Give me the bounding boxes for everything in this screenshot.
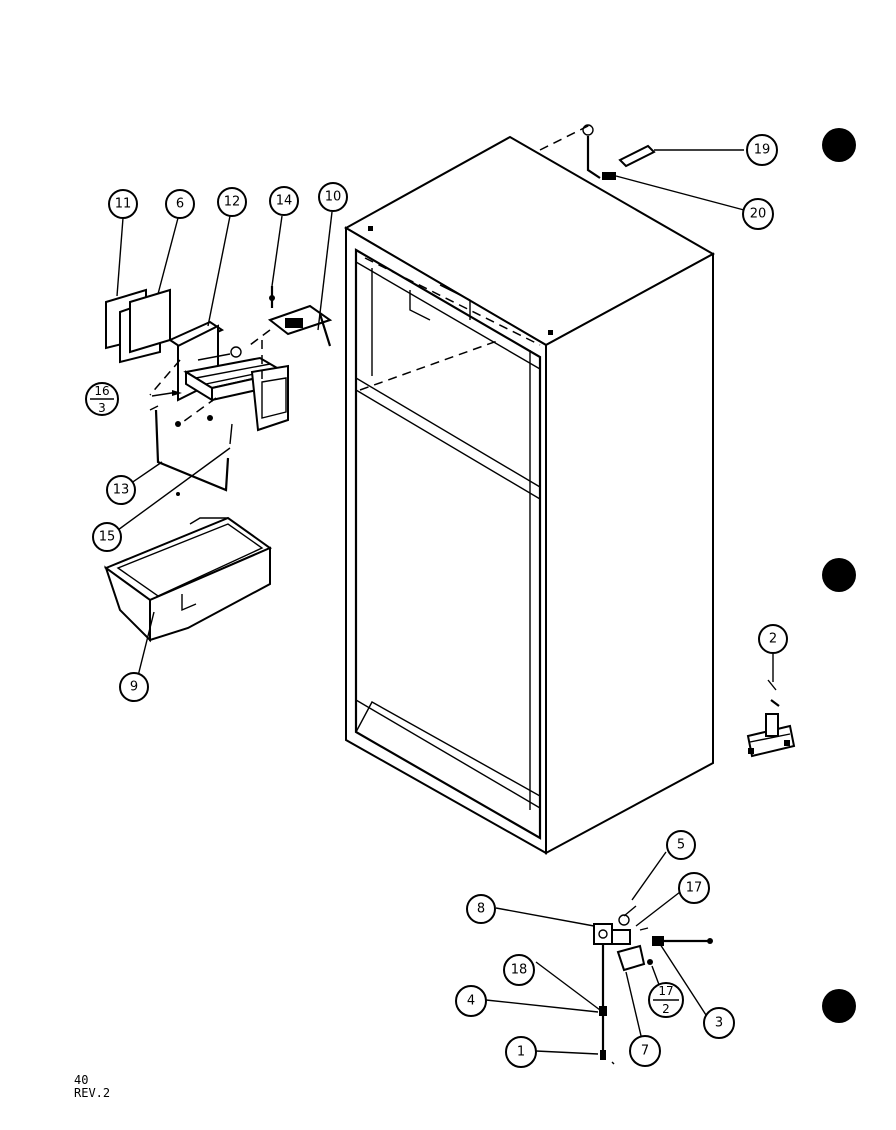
svg-text:15: 15 (99, 530, 116, 545)
svg-text:2: 2 (662, 1002, 670, 1016)
svg-text:2: 2 (769, 632, 777, 647)
svg-text:18: 18 (511, 963, 528, 978)
wire-harness (149, 405, 233, 496)
water-valve-assembly (593, 905, 713, 1065)
svg-text:4: 4 (467, 994, 475, 1009)
callout-19: 19 (746, 134, 778, 166)
callout-9: 9 (119, 672, 149, 702)
svg-text:8: 8 (477, 902, 485, 917)
binder-hole-top (822, 128, 856, 162)
refrigerator-cabinet (343, 124, 716, 855)
page-number: 40 (74, 1073, 89, 1087)
callout-18: 18 (503, 954, 535, 986)
callout-16-3: 16 3 (85, 382, 119, 416)
leader-lines (116, 211, 774, 1055)
callout-7: 7 (629, 1035, 661, 1067)
svg-text:17: 17 (686, 881, 703, 896)
callout-10: 10 (318, 182, 348, 212)
svg-text:5: 5 (677, 838, 685, 853)
water-tube-fitting-parts (582, 124, 745, 211)
svg-text:14: 14 (276, 194, 293, 209)
callout-2: 2 (758, 624, 788, 654)
callout-11: 11 (108, 189, 138, 219)
callout-17: 17 (678, 872, 710, 904)
svg-text:16: 16 (94, 384, 109, 398)
callout-4: 4 (455, 985, 487, 1017)
svg-text:6: 6 (176, 197, 184, 212)
callout-3: 3 (703, 1007, 735, 1039)
svg-text:11: 11 (115, 197, 132, 212)
svg-text:10: 10 (325, 190, 342, 205)
svg-text:3: 3 (715, 1016, 723, 1031)
svg-text:9: 9 (130, 680, 138, 695)
callout-14: 14 (269, 186, 299, 216)
ice-bin (103, 516, 273, 643)
svg-text:17: 17 (658, 984, 673, 998)
callout-17-2: 17 2 (648, 982, 684, 1018)
svg-text:1: 1 (517, 1045, 525, 1060)
callout-5: 5 (666, 830, 696, 860)
svg-text:7: 7 (641, 1044, 649, 1059)
svg-text:13: 13 (113, 483, 130, 498)
callout-15: 15 (92, 522, 122, 552)
revision-label: REV.2 (74, 1086, 111, 1100)
icemaker-assembly (105, 286, 333, 432)
svg-text:12: 12 (224, 195, 241, 210)
callout-13: 13 (106, 475, 136, 505)
callout-6: 6 (165, 189, 195, 219)
part-2-valve (746, 679, 796, 758)
callout-1: 1 (505, 1036, 537, 1068)
svg-text:20: 20 (750, 207, 767, 222)
binder-hole-middle (822, 558, 856, 592)
binder-hole-bottom (822, 989, 856, 1023)
page-footer: 40 REV.2 (74, 1074, 110, 1100)
callout-12: 12 (217, 187, 247, 217)
callout-20: 20 (742, 198, 774, 230)
svg-text:19: 19 (754, 143, 771, 158)
callout-8: 8 (466, 894, 496, 924)
svg-text:3: 3 (98, 401, 106, 415)
